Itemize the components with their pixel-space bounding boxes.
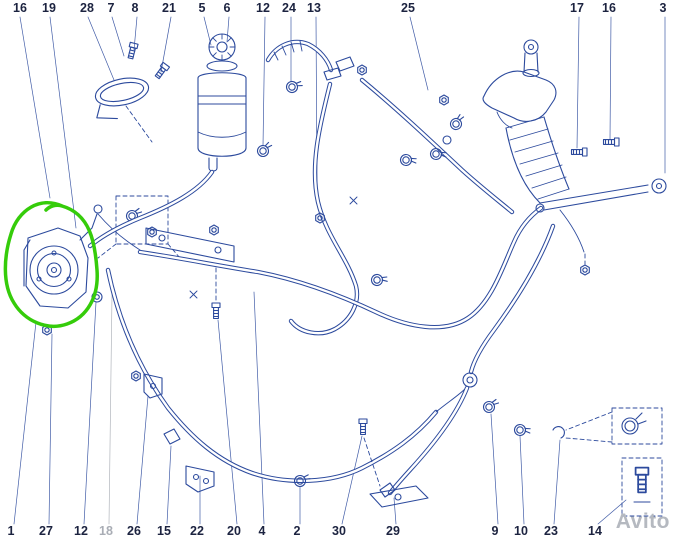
callout-24: 24 xyxy=(282,1,296,15)
callout-25: 25 xyxy=(401,1,415,15)
suction-hose xyxy=(87,141,274,249)
top-callouts: 16 19 28 7 8 21 5 6 12 24 13 25 17 16 3 xyxy=(0,1,680,17)
bottom-callouts: 1 27 12 18 26 15 22 20 4 2 30 29 9 10 23 14 xyxy=(0,524,680,540)
green-highlight-circle xyxy=(3,200,99,328)
bolt-detail-box xyxy=(621,457,663,517)
callout-20: 20 xyxy=(227,524,241,538)
callout-16: 16 xyxy=(602,1,616,15)
callout-9: 9 xyxy=(491,524,499,538)
callout-16: 16 xyxy=(13,1,27,15)
power-steering-pump-drawing xyxy=(23,204,141,336)
pump-fitting-detail-box xyxy=(97,195,181,259)
callout-18: 18 xyxy=(99,524,113,538)
callout-12: 12 xyxy=(256,1,270,15)
leader-lines xyxy=(13,16,666,525)
callout-3: 3 xyxy=(659,1,667,15)
callout-29: 29 xyxy=(386,524,400,538)
callout-28: 28 xyxy=(80,1,94,15)
pressure-line xyxy=(137,203,545,330)
right-return-hose xyxy=(358,223,565,508)
callout-1: 1 xyxy=(7,524,15,538)
fluid-reservoir-drawing xyxy=(197,33,247,172)
callout-19: 19 xyxy=(42,1,56,15)
callout-8: 8 xyxy=(131,1,139,15)
callout-22: 22 xyxy=(190,524,204,538)
callout-17: 17 xyxy=(570,1,584,15)
callout-27: 27 xyxy=(39,524,53,538)
callout-4: 4 xyxy=(258,524,266,538)
callout-15: 15 xyxy=(157,524,171,538)
callout-30: 30 xyxy=(332,524,346,538)
callout-23: 23 xyxy=(544,524,558,538)
watermark: Avito xyxy=(615,510,670,533)
callout-5: 5 xyxy=(198,1,206,15)
reservoir-clamp-drawing xyxy=(94,41,171,143)
center-loop-hose xyxy=(189,81,390,336)
clamp-detail-box xyxy=(565,407,663,445)
callout-26: 26 xyxy=(127,524,141,538)
callout-7: 7 xyxy=(107,1,115,15)
coiled-hose-end xyxy=(265,39,342,96)
return-hose xyxy=(105,267,467,493)
callout-14: 14 xyxy=(588,524,602,538)
callout-12: 12 xyxy=(74,524,88,538)
steering-rack-drawing xyxy=(439,39,667,276)
feed-pipe xyxy=(335,56,515,215)
callout-10: 10 xyxy=(514,524,528,538)
callout-2: 2 xyxy=(293,524,301,538)
mid-bracket-drawing xyxy=(145,224,235,320)
callout-13: 13 xyxy=(307,1,321,15)
callout-21: 21 xyxy=(162,1,176,15)
callout-6: 6 xyxy=(223,1,231,15)
